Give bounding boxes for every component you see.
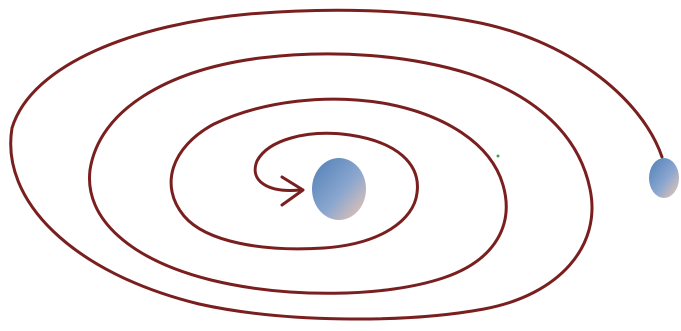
green-dot [497, 155, 500, 158]
outer-sphere [649, 158, 679, 198]
inner-sphere [312, 158, 366, 220]
